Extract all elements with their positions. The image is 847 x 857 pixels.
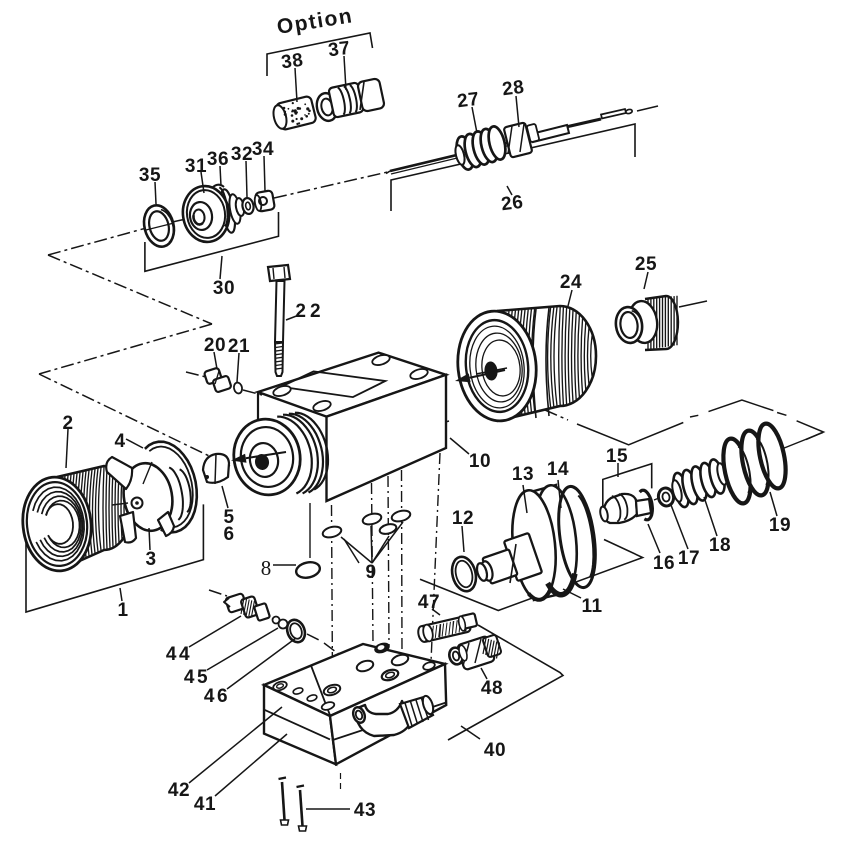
svg-text:1: 1 [117,600,128,621]
svg-text:22: 22 [295,301,324,322]
svg-text:14: 14 [547,459,569,480]
svg-text:27: 27 [456,89,481,113]
svg-text:47: 47 [418,592,440,613]
svg-text:2: 2 [62,413,73,434]
svg-text:38: 38 [280,50,305,74]
svg-text:36: 36 [207,149,229,170]
svg-text:4: 4 [114,431,125,452]
svg-text:18: 18 [709,535,731,556]
svg-text:26: 26 [500,192,525,216]
svg-text:42: 42 [168,780,190,801]
svg-text:21: 21 [228,336,250,357]
svg-text:13: 13 [512,464,534,485]
svg-text:6: 6 [223,524,234,545]
svg-text:45: 45 [184,667,210,688]
svg-text:43: 43 [354,800,376,821]
svg-text:34: 34 [252,139,274,160]
svg-text:10: 10 [469,451,491,472]
svg-text:12: 12 [452,508,474,529]
svg-text:9: 9 [365,562,376,583]
svg-text:46: 46 [204,686,230,707]
svg-text:32: 32 [231,144,253,165]
svg-text:15: 15 [606,446,628,467]
svg-text:8: 8 [261,556,272,580]
svg-text:11: 11 [581,596,602,617]
svg-text:28: 28 [501,77,526,101]
svg-text:37: 37 [327,38,352,62]
svg-text:24: 24 [560,272,582,293]
svg-text:17: 17 [678,548,700,569]
svg-text:25: 25 [635,254,657,275]
svg-text:41: 41 [194,794,216,815]
svg-text:16: 16 [653,553,675,574]
svg-text:40: 40 [484,740,506,761]
svg-text:35: 35 [139,165,161,186]
svg-text:19: 19 [769,515,791,536]
svg-text:31: 31 [185,156,207,177]
svg-text:44: 44 [166,644,192,665]
svg-text:20: 20 [204,335,226,356]
svg-text:48: 48 [481,678,503,699]
svg-text:3: 3 [145,549,156,570]
svg-text:5: 5 [223,507,234,528]
svg-text:30: 30 [213,278,235,299]
